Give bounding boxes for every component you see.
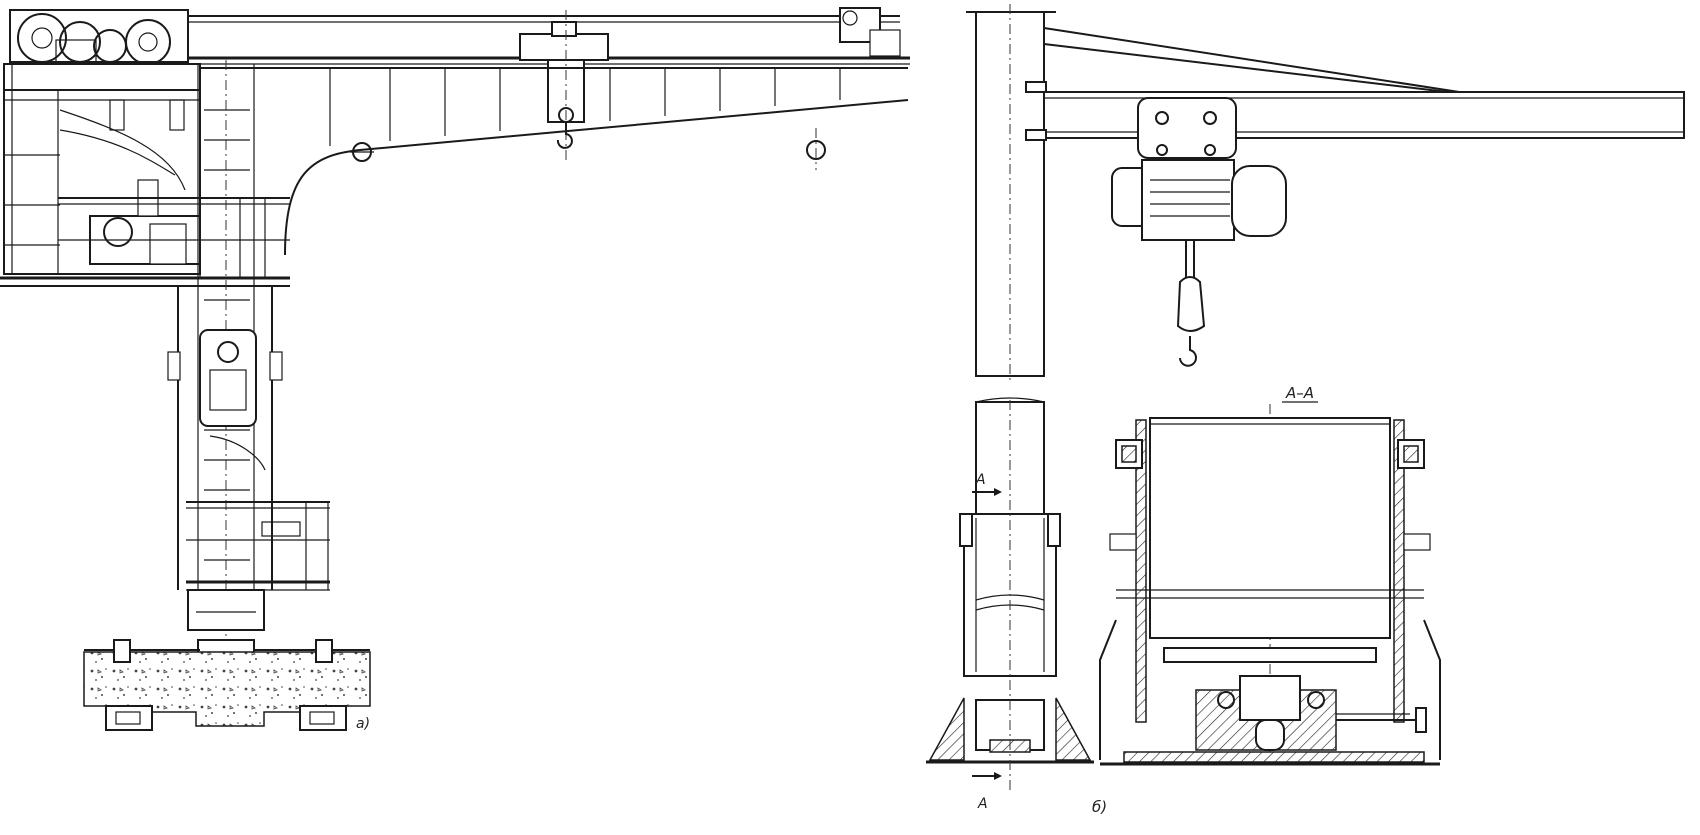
- section-a-a: [1099, 404, 1441, 766]
- rail-end-stop: [839, 7, 901, 57]
- view-b-label: б): [1092, 798, 1107, 816]
- winch-machinery: [9, 9, 189, 65]
- jib-beam: [1025, 27, 1685, 141]
- pillar-upper: [966, 4, 1056, 380]
- pillar-lower: [926, 397, 1094, 790]
- upper-walkway-railing: [58, 197, 290, 278]
- view-a-label: а): [356, 716, 370, 732]
- section-title: А–А: [1285, 384, 1314, 402]
- jib-girder: [200, 67, 909, 256]
- machinery-cab-frame: [0, 63, 290, 287]
- section-mark-bottom: А: [977, 796, 988, 812]
- view-a-crane-elevation: а): [0, 7, 910, 732]
- slewing-drive: [167, 329, 283, 471]
- jib-hook-blocks: [350, 128, 826, 170]
- concrete-foundation: [83, 639, 371, 731]
- view-b-pillar-crane: А А б) А–А: [926, 4, 1685, 816]
- rail-trolley-hook: [519, 10, 609, 160]
- electric-hoist: [1111, 97, 1287, 367]
- lower-walkway-railing: [186, 501, 330, 591]
- section-mark-top: А: [975, 472, 986, 488]
